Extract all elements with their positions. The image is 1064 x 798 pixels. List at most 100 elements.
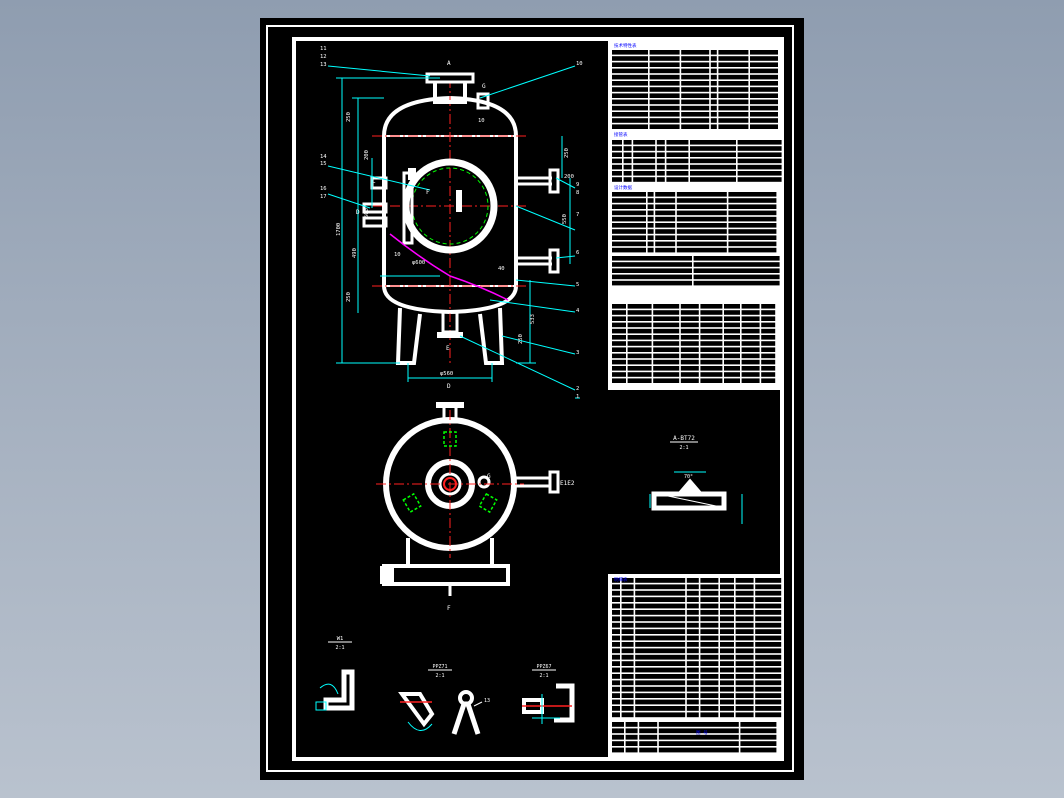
- table-cell: [750, 62, 778, 67]
- table-cell: [686, 610, 699, 615]
- table-cell: [718, 87, 749, 92]
- dim-right-250: 250: [564, 148, 570, 158]
- table-cell: [755, 686, 782, 692]
- table-cell: [755, 590, 782, 596]
- table-cell: [612, 661, 620, 666]
- nozzle-e-flange: [437, 332, 463, 338]
- table-cell: [700, 629, 719, 634]
- table-cell: [740, 741, 777, 746]
- table-cell: [700, 610, 719, 615]
- table-cell: [686, 699, 699, 705]
- table-cell: [741, 322, 760, 328]
- table-cell: [728, 216, 777, 222]
- table-cell: [680, 372, 699, 377]
- table-cell: [647, 198, 654, 203]
- callout-5: 5: [576, 282, 579, 288]
- table-cell: [720, 642, 734, 647]
- plan-view: D F G E1E2: [376, 383, 575, 612]
- table-cell: [623, 177, 632, 182]
- table-cell: [681, 81, 710, 86]
- table-cell: [635, 674, 686, 679]
- detail-w1: W1 2:1: [315, 636, 355, 711]
- table-cell: [755, 680, 782, 686]
- table-cell: [658, 734, 739, 740]
- table-cell: [621, 629, 634, 634]
- table-cell: [621, 699, 634, 705]
- table-cell: [686, 622, 699, 628]
- table-cell: [627, 359, 652, 365]
- table-cell: [755, 603, 782, 609]
- table-cell: [621, 712, 634, 718]
- table-cell: [653, 347, 680, 352]
- table-cell: [633, 152, 656, 157]
- table-cell: [612, 158, 622, 164]
- callout-4: 4: [576, 308, 580, 314]
- table-cell: [621, 603, 634, 609]
- table-cell: [612, 93, 648, 98]
- table-cell: [612, 118, 648, 123]
- table-cell: [700, 310, 723, 315]
- cad-viewport[interactable]: A G C D F E 250 200 500 490 10 10 250 55…: [260, 18, 804, 780]
- nozzle-right-upper: [548, 168, 560, 194]
- table-cell: [625, 734, 638, 740]
- design-table-header: 设计数据: [614, 184, 632, 191]
- tables-panel: 技术特性表 接管表 设计数据 明细表 图 号: [608, 40, 782, 759]
- table-cell: [612, 262, 692, 267]
- table-cell: [635, 635, 686, 641]
- table-cell: [635, 667, 686, 673]
- callout-6: 6: [576, 250, 579, 256]
- side-manhole: [402, 158, 498, 254]
- table-cell: [655, 247, 676, 253]
- table-cell: [627, 353, 652, 359]
- table-cell: [612, 654, 620, 660]
- table-cell: [625, 728, 638, 734]
- table-cell: [621, 616, 634, 622]
- table-cell: [690, 177, 736, 182]
- table-cell: [681, 68, 710, 74]
- table-cell: [621, 622, 634, 628]
- table-cell: [681, 56, 710, 61]
- dim-500: 500: [364, 208, 370, 218]
- table-cell: [612, 328, 626, 334]
- table-cell: [612, 693, 620, 698]
- table-cell: [612, 322, 626, 328]
- table-cell: [761, 347, 776, 352]
- table-cell: [718, 118, 749, 123]
- table-cell: [693, 274, 780, 280]
- table-cell: [653, 328, 680, 334]
- table-cell: [735, 642, 754, 647]
- table-cell: [649, 74, 680, 80]
- table-cell: [720, 712, 734, 718]
- ppz71-callout: 13: [484, 698, 490, 704]
- table-cell: [700, 622, 719, 628]
- table-cell: [612, 642, 620, 647]
- table-cell: [720, 654, 734, 660]
- table-cell: [639, 741, 658, 746]
- table-cell: [612, 674, 620, 679]
- table-cell: [761, 328, 776, 334]
- lug-top: [443, 431, 457, 447]
- ppz71-scale: 2:1: [435, 673, 444, 679]
- table-cell: [755, 661, 782, 666]
- table-cell: [612, 667, 620, 673]
- nozzle-g: [476, 92, 490, 110]
- table-cell: [750, 93, 778, 98]
- table-cell: [728, 210, 777, 216]
- table-cell: [700, 693, 719, 698]
- table-cell: [735, 680, 754, 686]
- drawing-sheet: A G C D F E 250 200 500 490 10 10 250 55…: [266, 25, 794, 772]
- table-cell: [720, 635, 734, 641]
- table-cell: [612, 50, 648, 55]
- table-cell: [621, 597, 634, 602]
- table-cell: [649, 93, 680, 98]
- table-cell: [690, 164, 736, 170]
- table-cell: [741, 359, 760, 365]
- table-cell: [612, 216, 646, 222]
- table-cell: [639, 728, 658, 734]
- table-cell: [700, 347, 723, 352]
- table-cell: [735, 603, 754, 609]
- table-cell: [635, 597, 686, 602]
- table-cell: [710, 56, 717, 61]
- table-cell: [735, 590, 754, 596]
- table-cell: [649, 118, 680, 123]
